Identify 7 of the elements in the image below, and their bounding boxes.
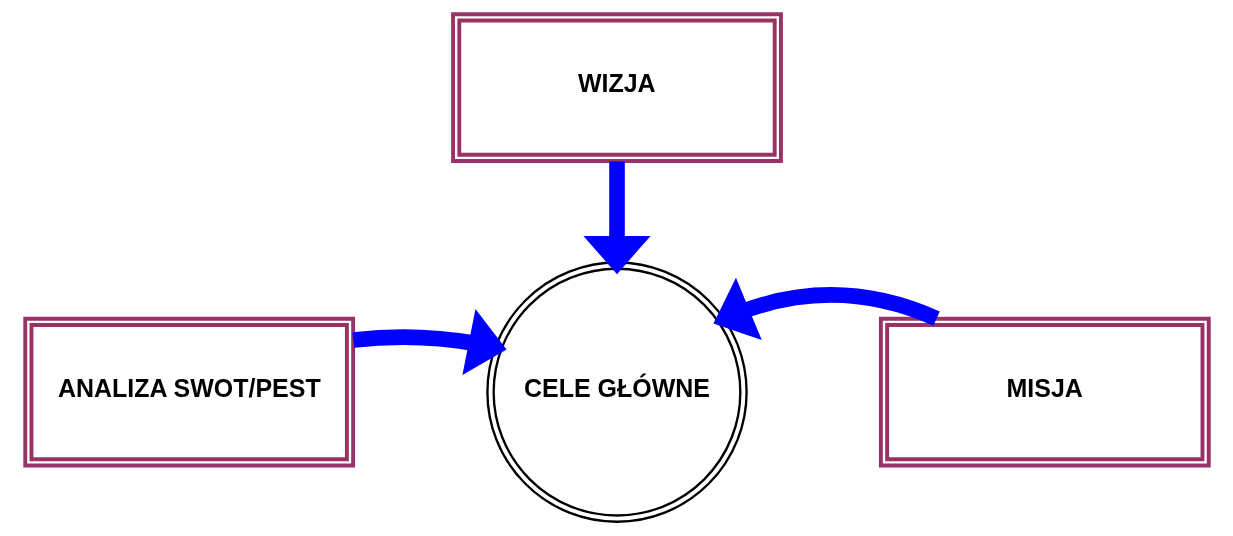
arrow [582, 161, 651, 275]
node-box: WIZJA [450, 12, 783, 163]
arrow [352, 309, 507, 376]
node-circle: CELE GŁÓWNE [485, 261, 748, 523]
node-box: ANALIZA SWOT/PEST [22, 316, 355, 468]
arrow [712, 277, 939, 340]
node-box: MISJA [878, 316, 1211, 468]
